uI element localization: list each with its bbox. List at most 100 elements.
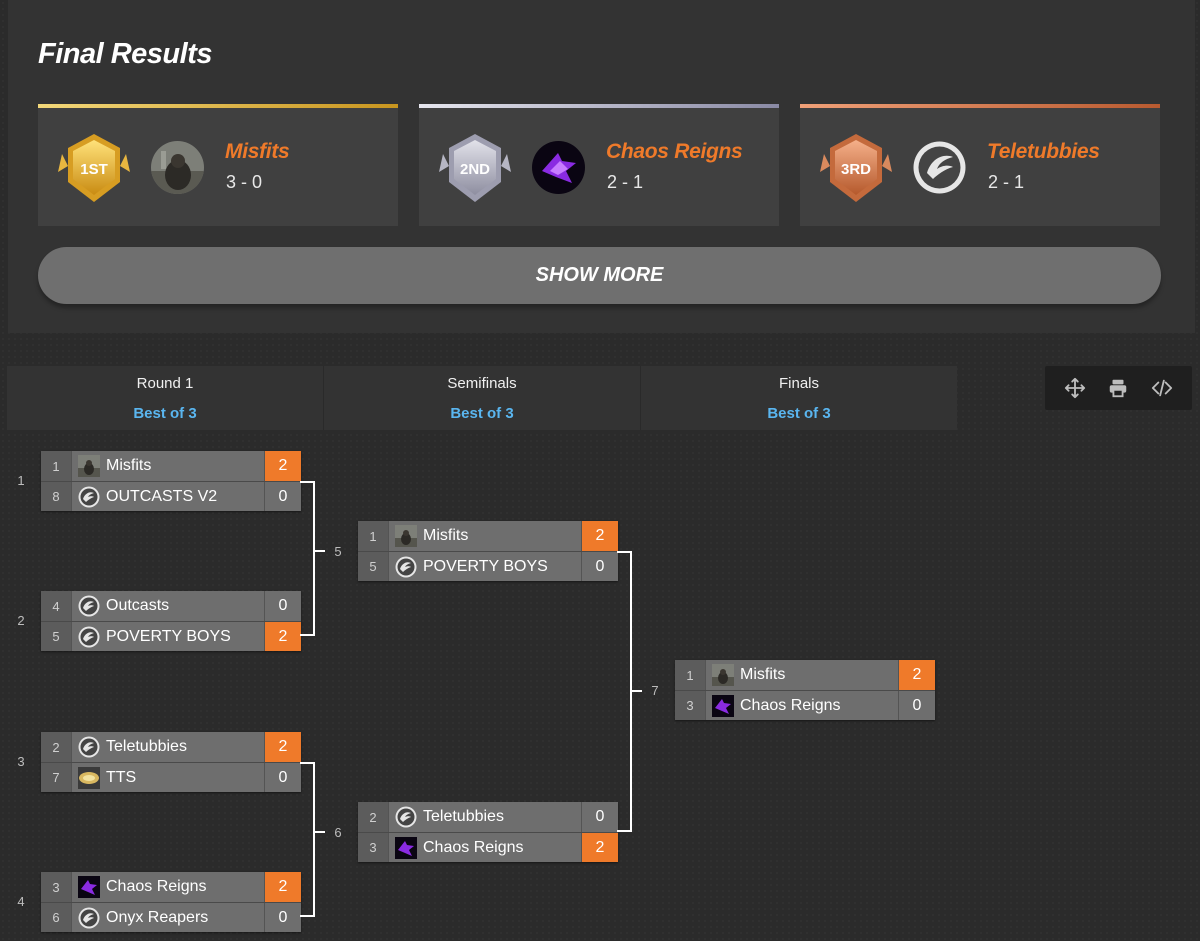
silver-medal-icon: 2ND bbox=[437, 132, 513, 204]
team-seed: 2 bbox=[358, 802, 388, 832]
rounds-header: Round 1 Best of 3 Semifinals Best of 3 F… bbox=[7, 366, 957, 430]
team-score: 2 bbox=[264, 622, 301, 651]
team-name: Teletubbies bbox=[106, 738, 187, 755]
chaos-reigns-logo-icon bbox=[712, 694, 734, 717]
match-number: 3 bbox=[17, 754, 25, 769]
match-slot[interactable]: 7 TTS 0 bbox=[41, 762, 301, 792]
team-cell: Onyx Reapers bbox=[71, 903, 264, 932]
second-place-score: 2 - 1 bbox=[607, 172, 644, 192]
chaos-reigns-logo-icon bbox=[78, 876, 100, 898]
match-number: 1 bbox=[17, 473, 25, 488]
show-more-button[interactable]: SHOW MORE bbox=[38, 247, 1161, 304]
team-score: 0 bbox=[264, 482, 301, 511]
wing-logo-icon bbox=[78, 486, 100, 507]
match-number: 6 bbox=[334, 825, 342, 840]
team-score: 2 bbox=[264, 451, 301, 481]
match-slot[interactable]: 1 Misfits 2 bbox=[675, 660, 935, 690]
team-cell: TTS bbox=[71, 763, 264, 792]
misfits-logo-icon bbox=[712, 664, 734, 686]
bracket-connector-stub bbox=[315, 550, 325, 552]
team-seed: 4 bbox=[41, 591, 71, 621]
team-cell: Misfits bbox=[71, 451, 264, 481]
print-icon[interactable] bbox=[1103, 373, 1133, 403]
match-number: 2 bbox=[17, 613, 25, 628]
team-name: Misfits bbox=[423, 527, 469, 544]
svg-text:2ND: 2ND bbox=[460, 161, 490, 178]
wing-logo-icon bbox=[395, 806, 417, 828]
first-place-score: 3 - 0 bbox=[226, 172, 263, 192]
team-name: POVERTY BOYS bbox=[106, 627, 231, 645]
team-score: 2 bbox=[898, 660, 935, 690]
round-name: Finals bbox=[778, 375, 819, 392]
team-name: Misfits bbox=[740, 666, 786, 683]
third-place-team-name[interactable]: Teletubbies bbox=[987, 140, 1100, 163]
match-slot[interactable]: 3 Chaos Reigns 2 bbox=[358, 832, 618, 862]
team-score: 0 bbox=[264, 591, 301, 621]
round-header-round-1: Round 1 Best of 3 bbox=[7, 366, 324, 430]
chaos-reigns-logo bbox=[532, 141, 585, 194]
team-score: 2 bbox=[581, 833, 618, 862]
second-place-card: 2ND Chaos Reigns 2 - 1 bbox=[419, 104, 779, 226]
team-seed: 8 bbox=[41, 482, 71, 511]
team-seed: 2 bbox=[41, 732, 71, 762]
teletubbies-logo bbox=[913, 141, 966, 194]
team-seed: 7 bbox=[41, 763, 71, 792]
team-cell: OUTCASTS V2 bbox=[71, 482, 264, 511]
chaos-reigns-logo-icon bbox=[395, 836, 417, 859]
gold-medal-icon: 1ST bbox=[56, 132, 132, 204]
team-cell: Outcasts bbox=[71, 591, 264, 621]
team-cell: Chaos Reigns bbox=[388, 833, 581, 862]
team-seed: 1 bbox=[41, 451, 71, 481]
wing-logo-icon bbox=[78, 595, 100, 617]
team-score: 2 bbox=[581, 521, 618, 551]
move-icon[interactable] bbox=[1060, 373, 1090, 403]
final-results-title: Final Results bbox=[38, 38, 213, 70]
match-slot[interactable]: 5 POVERTY BOYS 2 bbox=[41, 621, 301, 651]
round-format: Best of 3 bbox=[133, 405, 197, 422]
team-name: Onyx Reapers bbox=[106, 908, 209, 926]
bracket-toolbar bbox=[1045, 366, 1192, 410]
wing-logo-icon bbox=[395, 556, 417, 577]
team-seed: 5 bbox=[41, 622, 71, 651]
team-score: 0 bbox=[264, 763, 301, 792]
code-icon[interactable] bbox=[1147, 373, 1177, 403]
team-score: 0 bbox=[264, 903, 301, 932]
team-seed: 5 bbox=[358, 552, 388, 581]
team-name: Chaos Reigns bbox=[423, 838, 524, 856]
team-cell: POVERTY BOYS bbox=[71, 622, 264, 651]
team-score: 0 bbox=[581, 552, 618, 581]
team-seed: 3 bbox=[358, 833, 388, 862]
round-format: Best of 3 bbox=[767, 405, 831, 422]
wing-logo-icon bbox=[78, 626, 100, 647]
round-name: Semifinals bbox=[447, 375, 517, 392]
third-place-card: 3RD Teletubbies 2 - 1 bbox=[800, 104, 1160, 226]
team-name: TTS bbox=[106, 768, 137, 786]
round-name: Round 1 bbox=[136, 375, 194, 392]
svg-text:3RD: 3RD bbox=[841, 161, 871, 178]
team-name: Chaos Reigns bbox=[106, 878, 207, 895]
first-place-team-name[interactable]: Misfits bbox=[225, 140, 290, 163]
team-score: 0 bbox=[581, 802, 618, 832]
team-cell: Chaos Reigns bbox=[71, 872, 264, 902]
second-place-team-name[interactable]: Chaos Reigns bbox=[606, 140, 743, 163]
first-place-card: 1ST Misfits 3 - 0 bbox=[38, 104, 398, 226]
third-place-score: 2 - 1 bbox=[988, 172, 1025, 192]
team-seed: 1 bbox=[675, 660, 705, 690]
